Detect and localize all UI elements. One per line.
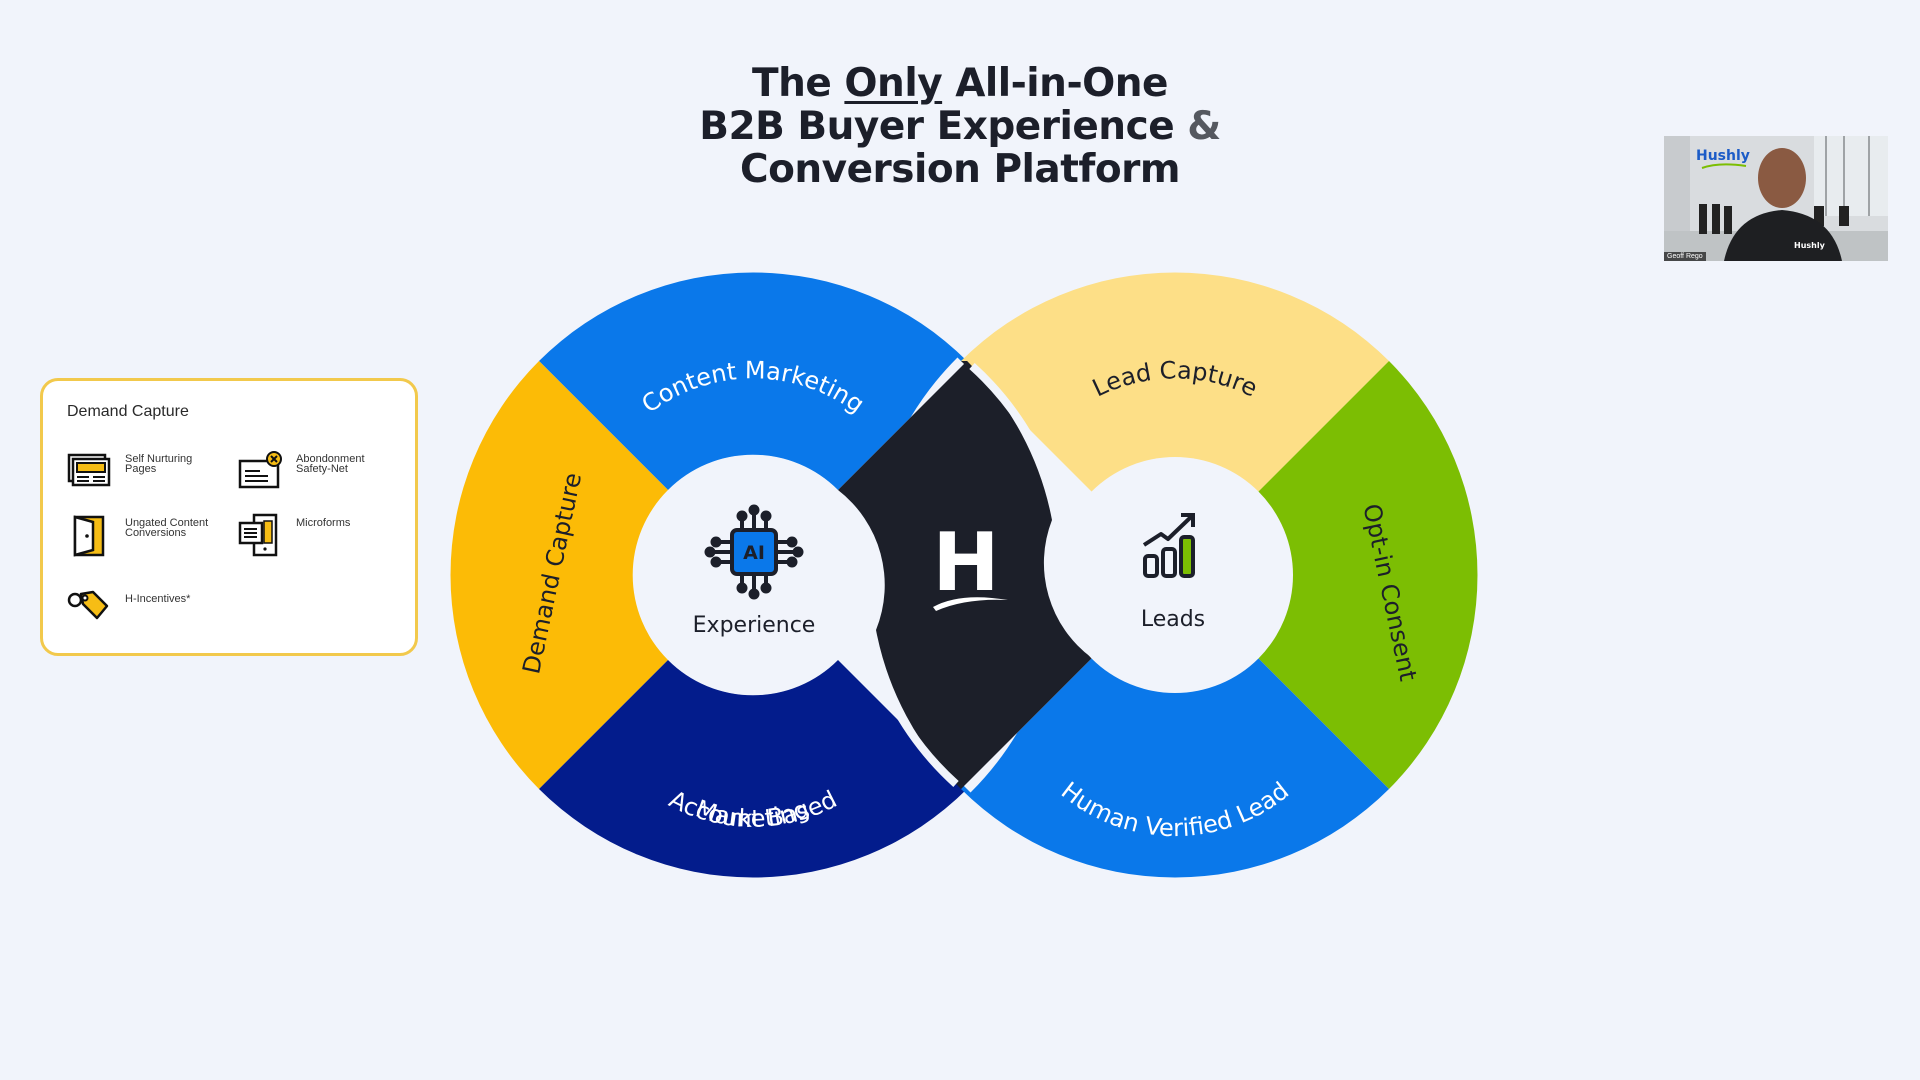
price-tag-icon — [67, 590, 109, 620]
center-h-band-main — [838, 361, 1092, 789]
leads-label: Leads — [1141, 607, 1205, 632]
feature-self-nurturing-pages: Self Nurturing Pages — [67, 449, 217, 493]
feature-label: H-Incentives* — [125, 593, 191, 605]
title-line-2: B2B Buyer Experience & — [699, 104, 1221, 149]
feature-label: Self Nurturing Pages — [125, 453, 193, 475]
web-pages-icon — [67, 453, 111, 487]
title-ampersand: & — [1187, 104, 1221, 149]
feature-h-incentives: H-Incentives* — [67, 586, 217, 630]
webcam-video-frame: Hushly Hushly — [1664, 136, 1888, 261]
segment-human-verified-lead — [961, 658, 1389, 878]
feature-microforms: Microforms — [238, 513, 388, 557]
growth-chart-icon — [1142, 513, 1195, 578]
svg-text:Hushly: Hushly — [1696, 148, 1750, 164]
demand-capture-card: Demand Capture Self Nurturing Pages Abon… — [40, 378, 418, 656]
segment-opt-in-consent — [1258, 361, 1478, 789]
segment-account-based-marketing — [539, 660, 967, 878]
presenter-name: Geoff Rego — [1664, 252, 1706, 261]
svg-text:Hushly: Hushly — [1794, 241, 1826, 250]
experience-label: Experience — [693, 613, 816, 638]
card-title: Demand Capture — [67, 403, 189, 420]
feature-ungated-content-conversions: Ungated Content Conversions — [67, 513, 217, 557]
presenter-webcam: Hushly Hushly Geoff Rego — [1664, 136, 1888, 261]
slide-title: The Only All-in-One B2B Buyer Experience… — [560, 62, 1360, 191]
title-line-3: Conversion Platform — [739, 147, 1181, 192]
open-door-icon — [73, 515, 105, 557]
feature-abandonment-safety-net: Abondonment Safety-Net — [238, 449, 388, 493]
hushly-h-logo: H — [933, 516, 1000, 609]
segment-lead-capture — [961, 272, 1389, 492]
feature-label: Ungated Content Conversions — [125, 517, 209, 539]
segment-content-marketing — [539, 272, 967, 490]
feature-label: Microforms — [296, 517, 351, 529]
mobile-form-icon — [238, 513, 278, 557]
title-emphasis: Only — [844, 61, 943, 106]
segment-demand-capture — [450, 361, 668, 789]
form-cancel-icon — [238, 451, 282, 489]
svg-text:AI: AI — [743, 542, 765, 564]
title-line-1: The Only All-in-One — [752, 61, 1168, 106]
logo-swoosh-icon — [933, 597, 1008, 611]
ai-chip-icon: AI — [704, 504, 804, 600]
feature-label: Abondonment Safety-Net — [296, 453, 365, 475]
